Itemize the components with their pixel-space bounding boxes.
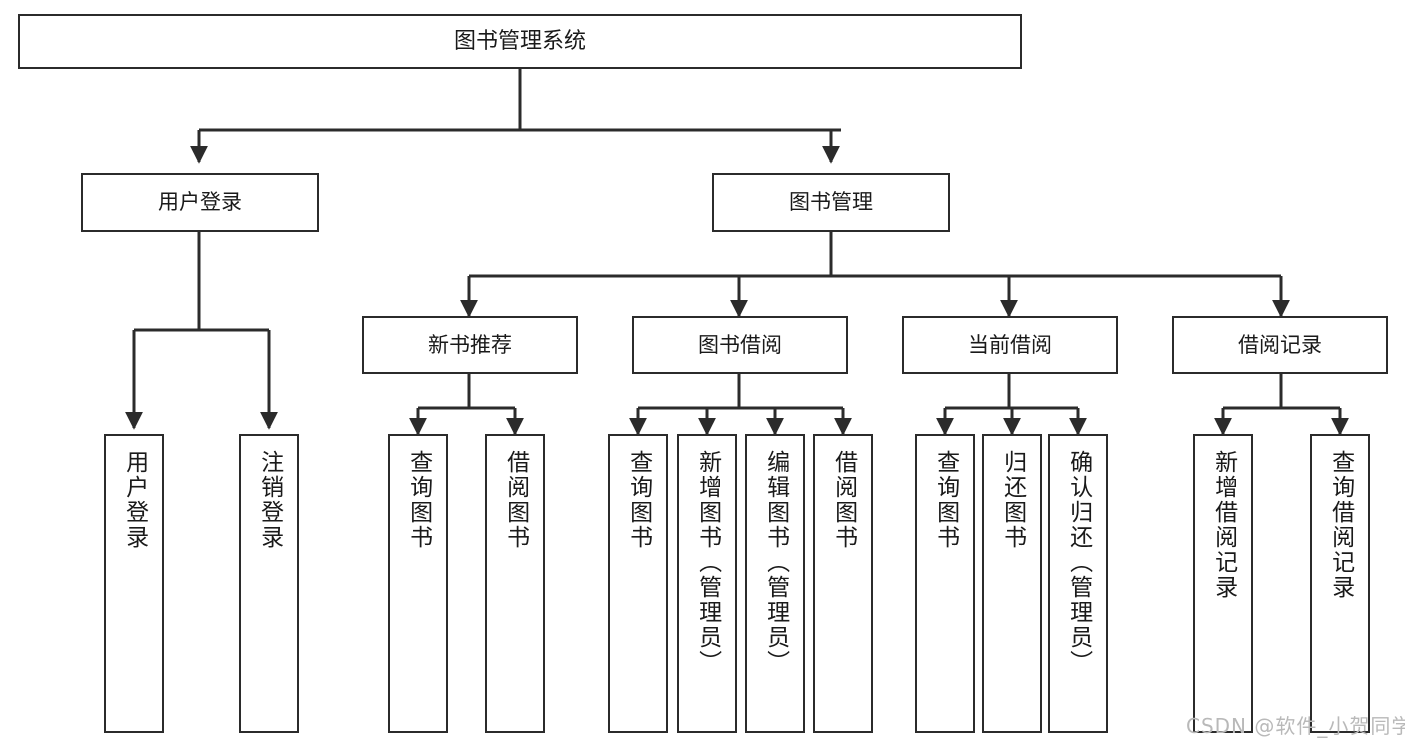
leaf-logout-login-label: 注销登录	[256, 450, 283, 550]
leaf-user-login[interactable]: 用户登录	[104, 434, 164, 733]
node-book-borrow[interactable]: 图书借阅	[632, 316, 848, 374]
node-borrow-record-label: 借阅记录	[1238, 332, 1322, 357]
node-root-label: 图书管理系统	[453, 28, 586, 54]
leaf-query-book-3-label: 查询图书	[932, 450, 959, 550]
leaf-confirm-return[interactable]: 确认归还（管理员）	[1048, 434, 1108, 733]
node-root[interactable]: 图书管理系统	[18, 14, 1022, 69]
leaf-query-book-1-label: 查询图书	[405, 450, 432, 550]
leaf-return-book-label: 归还图书	[999, 450, 1026, 550]
leaf-borrow-book-1-label: 借阅图书	[502, 450, 529, 550]
leaf-query-record[interactable]: 查询借阅记录	[1310, 434, 1370, 733]
node-new-book-rec-label: 新书推荐	[428, 332, 512, 357]
leaf-query-book-1[interactable]: 查询图书	[388, 434, 448, 733]
leaf-add-book-label: 新增图书（管理员）	[694, 450, 721, 675]
node-current-borrow-label: 当前借阅	[968, 332, 1052, 357]
watermark-text: CSDN @软件_小贺同学	[1186, 714, 1405, 738]
leaf-borrow-book-2[interactable]: 借阅图书	[813, 434, 873, 733]
leaf-borrow-book-2-label: 借阅图书	[830, 450, 857, 550]
node-current-borrow[interactable]: 当前借阅	[902, 316, 1118, 374]
node-new-book-rec[interactable]: 新书推荐	[362, 316, 578, 374]
leaf-confirm-return-label: 确认归还（管理员）	[1065, 450, 1092, 675]
node-user-login-label: 用户登录	[158, 190, 242, 215]
node-book-borrow-label: 图书借阅	[698, 332, 782, 357]
leaf-user-login-label: 用户登录	[121, 450, 148, 550]
leaf-add-book[interactable]: 新增图书（管理员）	[677, 434, 737, 733]
leaf-query-record-label: 查询借阅记录	[1327, 450, 1354, 600]
leaf-edit-book[interactable]: 编辑图书（管理员）	[745, 434, 805, 733]
leaf-query-book-2[interactable]: 查询图书	[608, 434, 668, 733]
leaf-add-record-label: 新增借阅记录	[1210, 450, 1237, 600]
leaf-edit-book-label: 编辑图书（管理员）	[762, 450, 789, 675]
leaf-borrow-book-1[interactable]: 借阅图书	[485, 434, 545, 733]
node-borrow-record[interactable]: 借阅记录	[1172, 316, 1388, 374]
leaf-query-book-2-label: 查询图书	[625, 450, 652, 550]
leaf-return-book[interactable]: 归还图书	[982, 434, 1042, 733]
leaf-add-record[interactable]: 新增借阅记录	[1193, 434, 1253, 733]
leaf-logout-login[interactable]: 注销登录	[239, 434, 299, 733]
node-user-login[interactable]: 用户登录	[81, 173, 319, 232]
node-book-manage[interactable]: 图书管理	[712, 173, 950, 232]
leaf-query-book-3[interactable]: 查询图书	[915, 434, 975, 733]
node-book-manage-label: 图书管理	[789, 190, 873, 215]
